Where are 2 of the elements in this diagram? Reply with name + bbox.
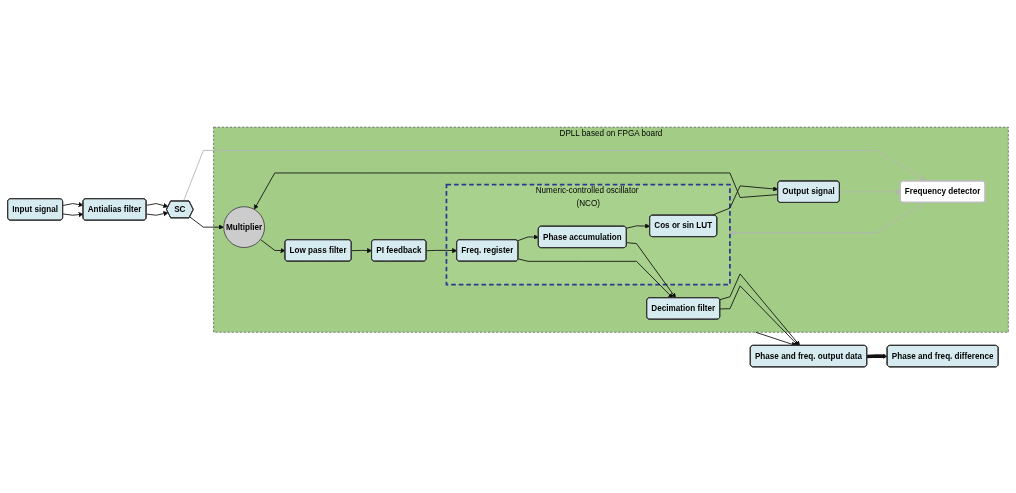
arrow xyxy=(867,353,888,359)
node-circle: Multiplier xyxy=(223,205,265,248)
